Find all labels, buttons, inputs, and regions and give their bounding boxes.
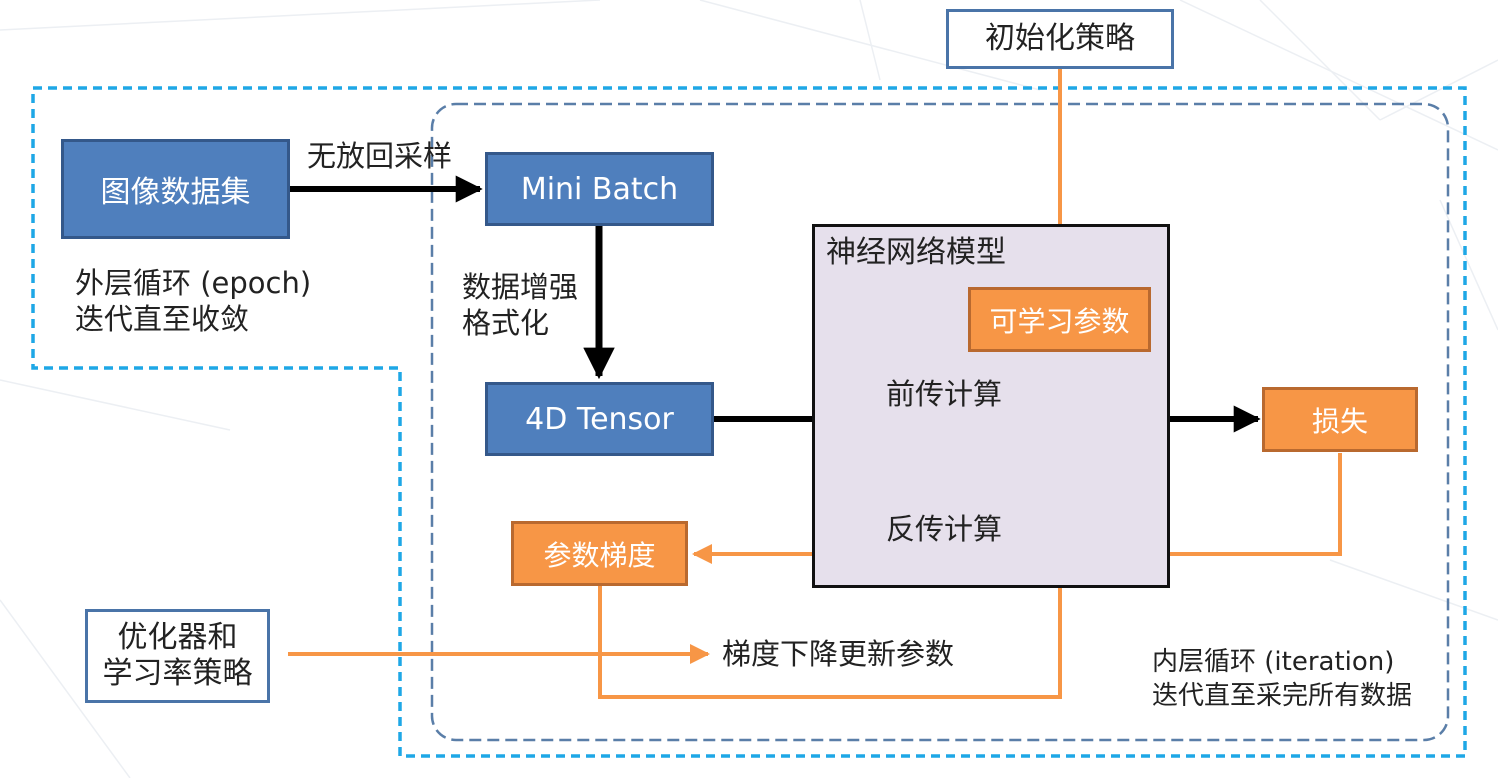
outer-loop-boundary — [31, 86, 1467, 758]
sampling-label: 无放回采样 — [307, 139, 453, 173]
backward-label: 反传计算 — [886, 512, 1003, 546]
augment-label-2: 格式化 — [462, 306, 550, 340]
optimizer-line-2: 学习率策略 — [102, 656, 253, 691]
inner-loop-label-2: 迭代直至采完所有数据 — [1152, 681, 1413, 711]
param-gradient-node: 参数梯度 — [511, 521, 688, 586]
init-strategy-node: 初始化策略 — [946, 9, 1174, 69]
optimizer-node: 优化器和 学习率策略 — [85, 609, 270, 703]
forward-label: 前传计算 — [886, 377, 1003, 411]
model-box — [812, 224, 1170, 588]
inner-loop-label-1: 内层循环 (iteration) — [1152, 647, 1395, 677]
learnable-params-node: 可学习参数 — [968, 287, 1151, 352]
outer-loop-label-1: 外层循环 (epoch) — [75, 266, 312, 300]
dataset-node: 图像数据集 — [61, 139, 290, 239]
inner-loop-boundary — [430, 102, 1450, 742]
model-label: 神经网络模型 — [826, 235, 1006, 270]
mini-batch-node: Mini Batch — [485, 152, 714, 226]
loss-node: 损失 — [1262, 387, 1418, 452]
update-label: 梯度下降更新参数 — [722, 637, 955, 671]
outer-loop-label-2: 迭代直至收敛 — [75, 302, 250, 336]
optimizer-line-1: 优化器和 — [117, 620, 238, 655]
augment-label-1: 数据增强 — [462, 270, 579, 304]
tensor-node: 4D Tensor — [485, 382, 714, 456]
